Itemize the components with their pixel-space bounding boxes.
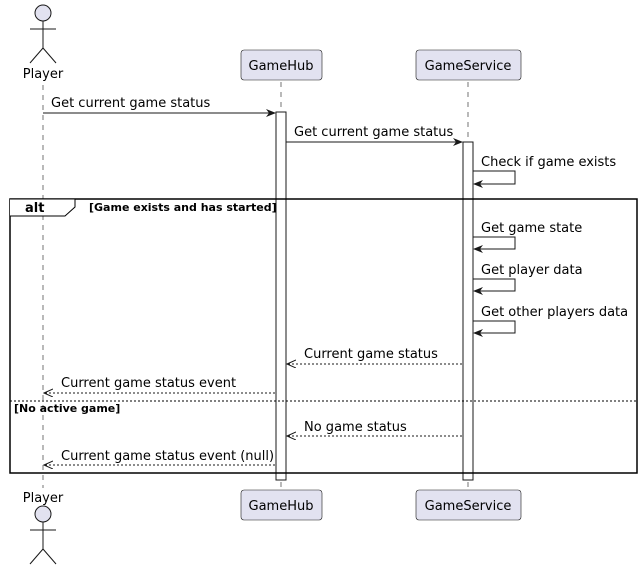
- alt-fragment-tab: [10, 198, 76, 217]
- message-label: Get current game status: [294, 125, 454, 140]
- self-message-arrow: [473, 170, 516, 188]
- participant-box-gameservice-top: [415, 49, 522, 81]
- message-label: No game status: [304, 420, 407, 435]
- participant-box-gameservice-bottom: [415, 489, 522, 521]
- message-label: Check if game exists: [481, 155, 616, 170]
- self-message-arrow: [473, 278, 516, 295]
- alt-condition-1: [Game exists and has started]: [89, 201, 277, 214]
- activation-gameservice: [462, 141, 474, 481]
- message-label: Get current game status: [51, 96, 211, 111]
- message-label: Get player data: [481, 263, 583, 278]
- self-message-arrow: [473, 236, 516, 253]
- message-label: Get game state: [481, 221, 582, 236]
- message-label: Current game status event: [61, 376, 236, 391]
- participant-label-gamehub-bottom: GameHub: [249, 499, 314, 514]
- message-label: Current game status event (null): [61, 449, 274, 464]
- participant-box-gamehub-bottom: [240, 489, 323, 521]
- message-label: Get other players data: [481, 305, 628, 320]
- message-label: Current game status: [304, 347, 438, 362]
- alt-condition-2: [No active game]: [14, 402, 120, 415]
- participant-label-gameservice-top: GameService: [425, 59, 512, 74]
- activation-gamehub: [275, 111, 287, 481]
- participant-label-gameservice-bottom: GameService: [425, 499, 512, 514]
- participant-label-player-bottom: Player: [23, 491, 64, 506]
- actor-icon: [29, 505, 57, 565]
- actor-icon: [29, 4, 57, 64]
- participant-label-player-top: Player: [23, 67, 64, 82]
- alt-keyword: alt: [25, 201, 44, 216]
- participant-label-gamehub-top: GameHub: [249, 59, 314, 74]
- self-message-arrow: [473, 320, 516, 337]
- participant-box-gamehub-top: [240, 49, 323, 81]
- alt-fragment: [9, 198, 638, 474]
